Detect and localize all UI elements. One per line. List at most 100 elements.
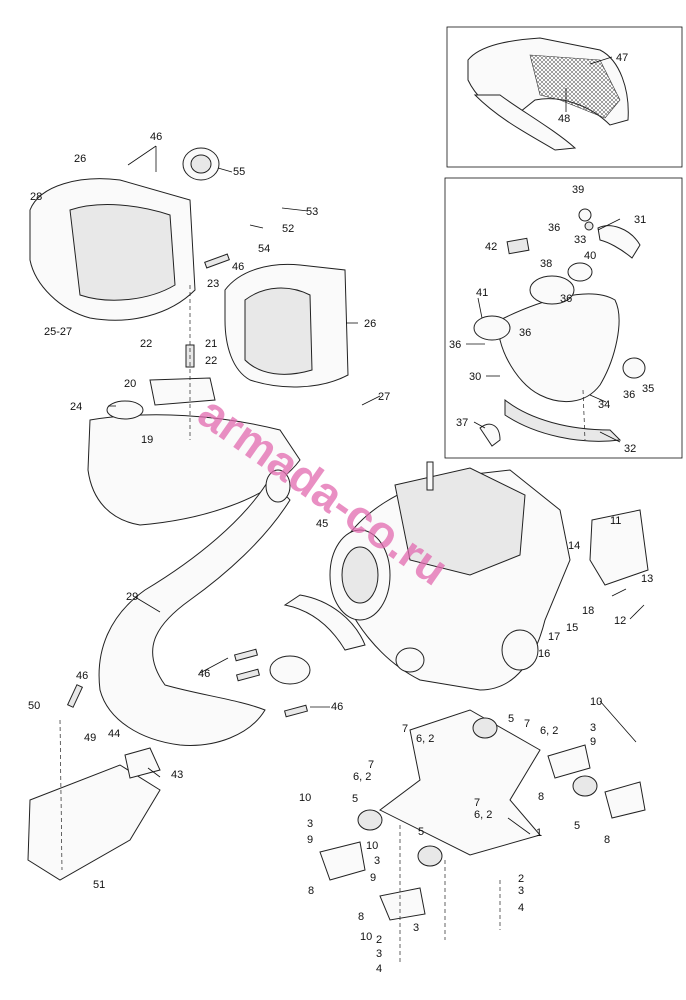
callout: 15 (566, 622, 578, 634)
callout: 29 (126, 591, 138, 603)
callout: 40 (584, 250, 596, 262)
inset-frame-top (446, 26, 683, 168)
callout: 48 (558, 113, 570, 125)
callout: 37 (456, 417, 468, 429)
callout: 10 (360, 931, 372, 943)
callout: 5 (352, 793, 358, 805)
leader-lines (108, 56, 645, 835)
callout: 7 (474, 797, 480, 809)
callout: 2 (376, 934, 382, 946)
callout: 21 (205, 338, 217, 350)
callout: 9 (307, 834, 313, 846)
callout: 9 (370, 872, 376, 884)
callout: 6, 2 (540, 725, 558, 737)
callout: 17 (548, 631, 560, 643)
callout: 53 (306, 206, 318, 218)
callout: 9 (590, 736, 596, 748)
inset-frame-intake (444, 177, 683, 459)
callout: 46 (150, 131, 162, 143)
callout: 25-27 (44, 326, 72, 338)
callout: 42 (485, 241, 497, 253)
callout: 3 (374, 855, 380, 867)
callout: 18 (582, 605, 594, 617)
callout: 28 (30, 191, 42, 203)
callout: 6, 2 (353, 771, 371, 783)
callout-labels: 47 48 39 36 33 31 42 38 40 41 36 36 36 3… (28, 52, 654, 975)
callout: 1 (536, 827, 542, 839)
callout: 7 (368, 759, 374, 771)
callout: 24 (70, 401, 82, 413)
callout: 39 (572, 184, 584, 196)
callout: 8 (538, 791, 544, 803)
callout: 5 (418, 826, 424, 838)
callout: 16 (538, 648, 550, 660)
callout: 51 (93, 879, 105, 891)
callout: 14 (568, 540, 580, 552)
callout: 6, 2 (474, 809, 492, 821)
springs (66, 253, 309, 718)
callout: 11 (610, 515, 621, 527)
exhaust-system (98, 469, 366, 746)
callout: 45 (316, 518, 328, 530)
callout: 19 (141, 434, 153, 446)
callout: 4 (376, 963, 382, 975)
callout: 36 (560, 293, 572, 305)
callout: 6, 2 (416, 733, 434, 745)
air-silencer-assembly (29, 147, 349, 526)
callout: 22 (140, 338, 152, 350)
callout: 27 (378, 391, 390, 403)
callout: 46 (76, 670, 88, 682)
callout: 46 (331, 701, 343, 713)
callout: 46 (198, 668, 210, 680)
callout: 5 (574, 820, 580, 832)
callout: 23 (207, 278, 219, 290)
callout: 36 (548, 222, 560, 234)
callout: 4 (518, 902, 524, 914)
engine-mount-plate (319, 709, 646, 921)
callout: 44 (108, 728, 120, 740)
callout: 49 (84, 732, 96, 744)
callout: 3 (307, 818, 313, 830)
callout: 36 (519, 327, 531, 339)
callout: 8 (604, 834, 610, 846)
callout: 36 (449, 339, 461, 351)
callout: 34 (598, 399, 610, 411)
callout: 3 (590, 722, 596, 734)
callout: 41 (476, 287, 488, 299)
engine-block (329, 461, 571, 691)
callout: 26 (74, 153, 86, 165)
callout: 36 (623, 389, 635, 401)
callout: 35 (642, 383, 654, 395)
callout: 10 (299, 792, 311, 804)
callout: 2 (518, 873, 524, 885)
support-bracket-51 (27, 764, 161, 881)
callout: 52 (282, 223, 294, 235)
callout: 50 (28, 700, 40, 712)
callout: 20 (124, 378, 136, 390)
callout: 32 (624, 443, 636, 455)
callout: 22 (205, 355, 217, 367)
intake-silencer-parts (473, 208, 646, 447)
callout: 5 (508, 713, 514, 725)
callout: 46 (232, 261, 244, 273)
callout: 54 (258, 243, 270, 255)
callout: 10 (366, 840, 378, 852)
callout: 47 (616, 52, 628, 64)
callout: 3 (413, 922, 419, 934)
callout: 31 (634, 214, 646, 226)
callout: 12 (614, 615, 626, 627)
callout: 43 (171, 769, 183, 781)
callout: 10 (590, 696, 602, 708)
callout: 3 (518, 885, 524, 897)
callout: 30 (469, 371, 481, 383)
callout: 38 (540, 258, 552, 270)
callout: 7 (524, 718, 530, 730)
callout: 26 (364, 318, 376, 330)
callout: 8 (358, 911, 364, 923)
callout: 13 (641, 573, 653, 585)
callout: 3 (376, 948, 382, 960)
callout: 7 (402, 723, 408, 735)
bracket-11 (589, 509, 649, 586)
